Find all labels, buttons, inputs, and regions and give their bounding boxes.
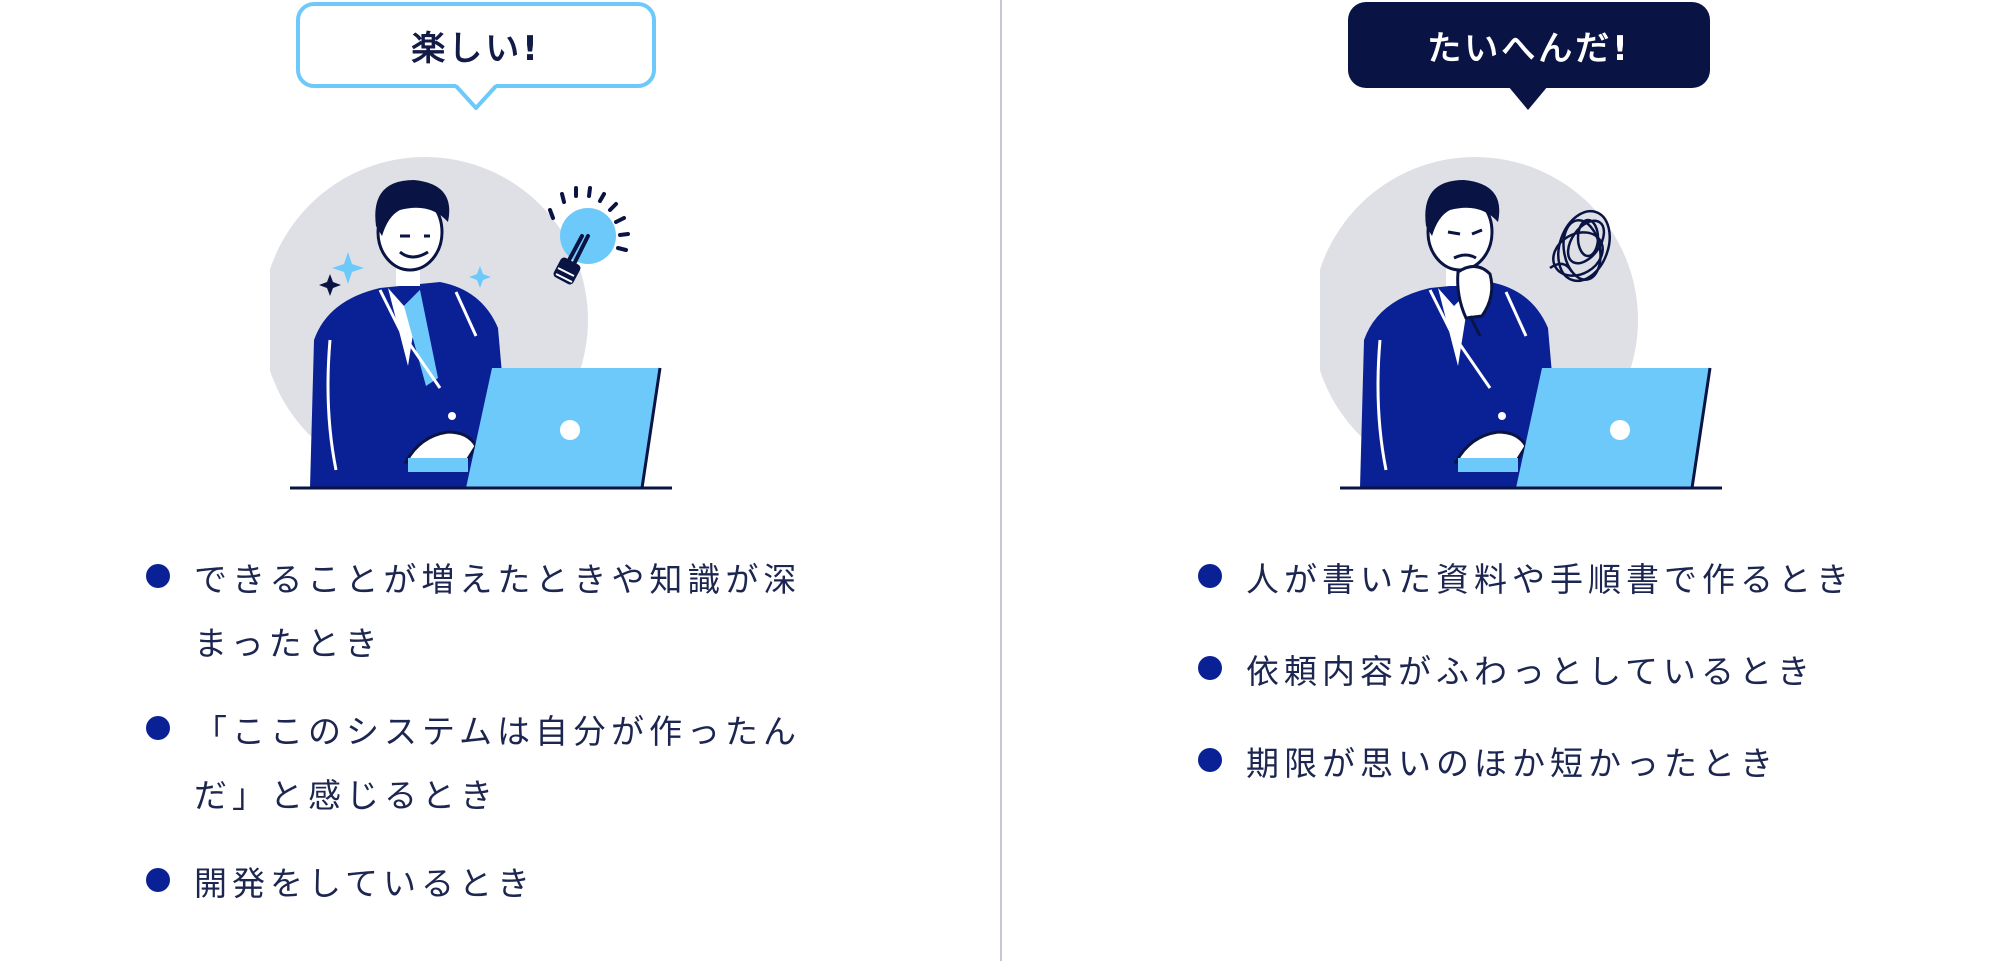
list-item-text: 依頼内容がふわっとしているとき [1246,652,1816,691]
hard-list: 人が書いた資料や手順書で作るとき 依頼内容がふわっとしているとき 期限が思いのほ… [1198,548,1958,824]
panel-hard: たいへんだ! [1002,0,2000,961]
illustration-troubled-worker [1320,157,1722,490]
sparkle-icon [319,252,491,296]
list-item: 期限が思いのほか短かったとき [1198,732,1958,796]
bubble-tail [454,84,498,110]
laptop-icon [1458,367,1712,489]
bullet-dot [146,868,170,892]
list-item-text: 人が書いた資料や手順書で作るとき [1246,560,1854,599]
list-item-text: 期限が思いのほか短かったとき [1246,744,1778,783]
list-item-text: できることが増えたときや知識が深まったとき [194,560,802,663]
speech-bubble-hard: たいへんだ! [1348,2,1710,88]
scribble-icon [1549,209,1611,283]
list-item: 人が書いた資料や手順書で作るとき [1198,548,1958,612]
illustration-happy-worker [270,157,672,490]
list-item: 依頼内容がふわっとしているとき [1198,640,1958,704]
laptop-icon [408,367,662,489]
bullet-dot [1198,564,1222,588]
list-item: できることが増えたときや知識が深まったとき [146,548,806,676]
speech-bubble-fun: 楽しい! [296,2,656,88]
bullet-dot [1198,656,1222,680]
bullet-dot [146,716,170,740]
bubble-fun-label: 楽しい! [411,28,541,69]
bullet-dot [1198,748,1222,772]
list-item-text: 開発をしているとき [194,864,536,903]
bullet-dot [146,564,170,588]
fun-list: できることが増えたときや知識が深まったとき 「ここのシステムは自分が作ったんだ」… [146,548,806,940]
lightbulb-icon [548,186,630,252]
list-item-text: 「ここのシステムは自分が作ったんだ」と感じるとき [194,712,802,815]
bubble-hard-label: たいへんだ! [1427,28,1631,69]
bubble-tail [1508,86,1548,110]
list-item: 開発をしているとき [146,852,806,916]
list-item: 「ここのシステムは自分が作ったんだ」と感じるとき [146,700,806,828]
center-divider [1000,0,1002,961]
panel-fun: 楽しい! [146,2,806,940]
